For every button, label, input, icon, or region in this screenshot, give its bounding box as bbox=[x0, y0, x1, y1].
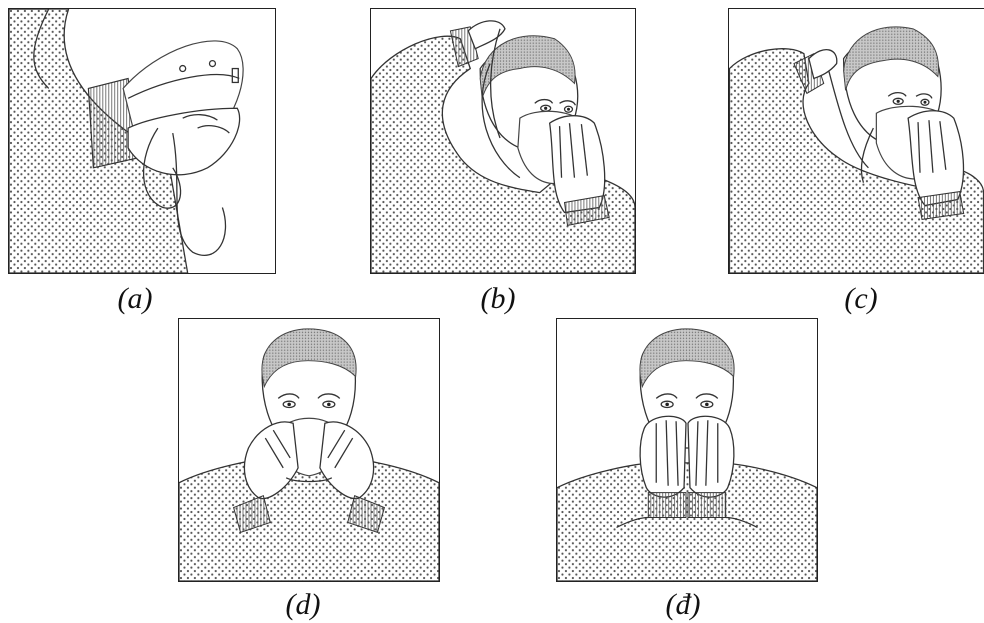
illustration-place-mask bbox=[371, 9, 635, 273]
panel-c-pull-lower-strap bbox=[728, 8, 984, 274]
caption-d: (d) bbox=[263, 590, 343, 620]
illustration-press-nose-clip bbox=[179, 319, 439, 581]
panel-e-check-seal bbox=[556, 318, 818, 582]
caption-a: (a) bbox=[95, 284, 175, 314]
panel-d-press-nose-clip bbox=[178, 318, 440, 582]
illustration-check-seal bbox=[557, 319, 817, 581]
illustration-pull-strap bbox=[729, 9, 984, 273]
caption-e: (đ) bbox=[643, 590, 723, 620]
panel-b-place-mask bbox=[370, 8, 636, 274]
panel-a-hold-mask bbox=[8, 8, 276, 274]
caption-b: (b) bbox=[458, 284, 538, 314]
illustration-hold-mask bbox=[9, 9, 275, 273]
caption-c: (c) bbox=[821, 284, 901, 314]
